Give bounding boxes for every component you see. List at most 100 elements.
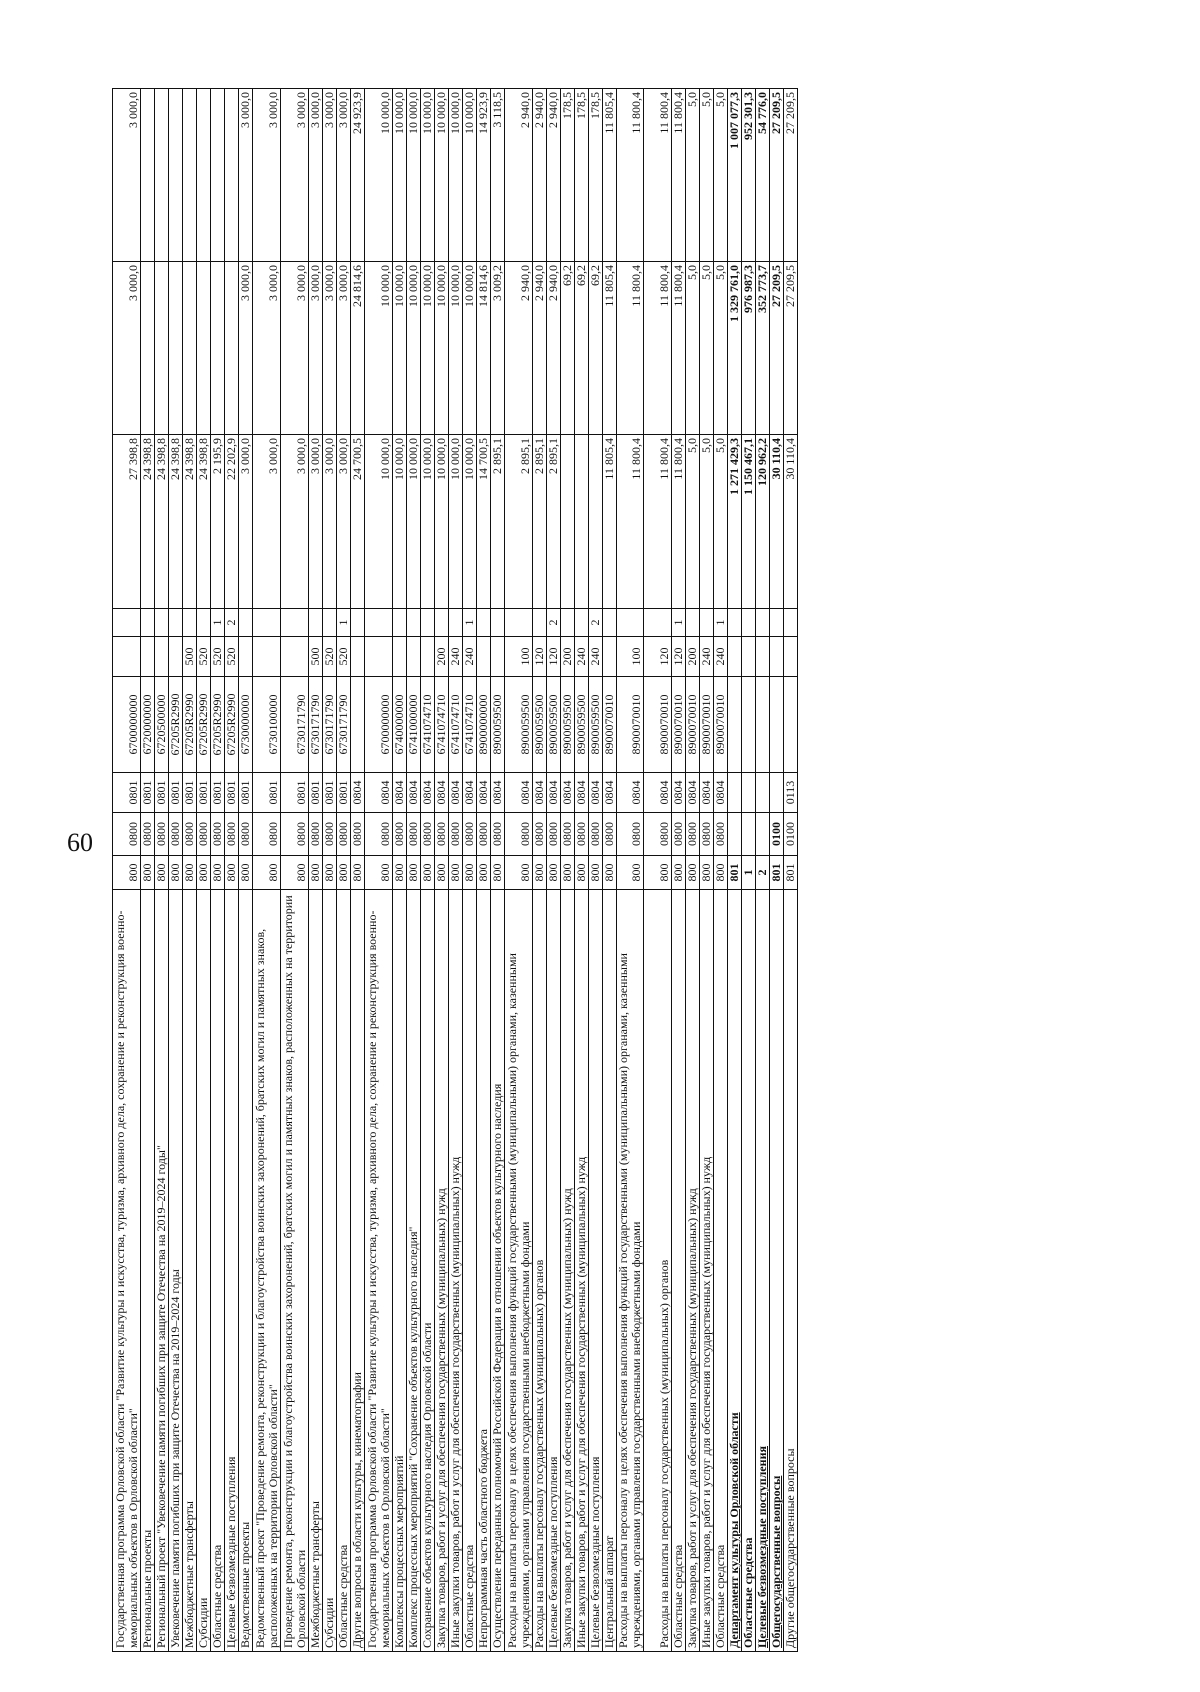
cell-glava: 800	[476, 855, 491, 890]
cell-v2: 3 000,0	[336, 261, 351, 435]
cell-vr: 520	[336, 636, 351, 677]
cell-glava: 800	[238, 855, 253, 890]
cell-pr: 0804	[448, 772, 463, 813]
cell-src	[741, 608, 756, 637]
cell-glava: 800	[448, 855, 463, 890]
cell-csr: 67205R2990	[168, 676, 183, 773]
cell-v1: 5,0	[685, 434, 700, 609]
cell-rz: 0800	[182, 812, 197, 856]
cell-v1: 120 962,2	[755, 434, 770, 609]
cell-pr: 0801	[336, 772, 351, 813]
cell-v1: 2 895,1	[490, 434, 505, 609]
cell-v3	[182, 88, 197, 262]
cell-pr: 0801	[210, 772, 225, 813]
cell-v2: 10 000,0	[392, 261, 407, 435]
cell-src	[727, 608, 742, 637]
cell-csr	[350, 676, 365, 773]
cell-glava: 800	[588, 855, 603, 890]
cell-v1: 10 000,0	[364, 434, 393, 609]
cell-v2	[168, 261, 183, 435]
cell-v2	[182, 261, 197, 435]
cell-v1: 14 700,5	[476, 434, 491, 609]
cell-v1: 30 110,4	[783, 434, 798, 609]
cell-glava: 800	[574, 855, 589, 890]
cell-rz: 0800	[308, 812, 323, 856]
table-row: Иные закупки товаров, работ и услуг для …	[448, 88, 463, 1652]
cell-v3: 10 000,0	[462, 88, 477, 262]
cell-glava: 800	[699, 855, 714, 890]
cell-glava: 800	[671, 855, 686, 890]
cell-pr: 0801	[322, 772, 337, 813]
cell-name: Областные средства	[671, 889, 686, 1652]
cell-rz: 0800	[546, 812, 561, 856]
table-row: Государственная программа Орловской обла…	[364, 88, 393, 1652]
cell-name: Целевые безвозмездные поступления	[546, 889, 561, 1652]
cell-v3: 952 301,3	[741, 88, 756, 262]
cell-glava: 800	[224, 855, 239, 890]
cell-csr: 8900070010	[643, 676, 672, 773]
table-row: Комплекс процессных мероприятий "Сохране…	[406, 88, 421, 1652]
cell-csr: 67205R2990	[210, 676, 225, 773]
cell-v1: 3 000,0	[252, 434, 281, 609]
cell-v3: 10 000,0	[448, 88, 463, 262]
cell-rz: 0800	[420, 812, 435, 856]
cell-csr: 6740000000	[392, 676, 407, 773]
cell-v3: 11 800,4	[616, 88, 644, 262]
cell-v3: 1 007 077,3	[727, 88, 742, 262]
cell-v1: 27 398,8	[112, 434, 141, 609]
cell-v1	[560, 434, 575, 609]
cell-v3: 5,0	[685, 88, 700, 262]
cell-v3: 54 776,0	[755, 88, 770, 262]
cell-src	[476, 608, 491, 637]
cell-glava: 800	[168, 855, 183, 890]
cell-glava: 800	[546, 855, 561, 890]
cell-v1: 10 000,0	[462, 434, 477, 609]
cell-csr: 8900070010	[616, 676, 644, 773]
cell-name: Расходы на выплаты персоналу государстве…	[532, 889, 547, 1652]
cell-vr	[238, 636, 253, 677]
cell-vr	[392, 636, 407, 677]
cell-glava: 800	[364, 855, 393, 890]
cell-name: Иные закупки товаров, работ и услуг для …	[699, 889, 714, 1652]
cell-v2: 5,0	[699, 261, 714, 435]
table-row: Иные закупки товаров, работ и услуг для …	[699, 88, 714, 1652]
cell-name: Целевые безвозмездные поступления	[224, 889, 239, 1652]
cell-glava: 800	[532, 855, 547, 890]
cell-rz: 0800	[532, 812, 547, 856]
cell-v2: 3 000,0	[238, 261, 253, 435]
cell-pr	[769, 772, 784, 813]
cell-name: Целевые безвозмездные поступления	[755, 889, 770, 1652]
cell-vr: 240	[588, 636, 603, 677]
cell-src	[560, 608, 575, 637]
cell-glava: 800	[420, 855, 435, 890]
cell-v1: 3 000,0	[308, 434, 323, 609]
cell-glava: 800	[182, 855, 197, 890]
cell-name: Осуществление переданных полномочий Росс…	[490, 889, 505, 1652]
cell-csr	[769, 676, 784, 773]
cell-v2: 11 805,4	[602, 261, 617, 435]
cell-pr: 0804	[713, 772, 728, 813]
cell-vr: 120	[546, 636, 561, 677]
cell-glava: 2	[755, 855, 770, 890]
cell-rz: 0100	[769, 812, 784, 856]
cell-csr: 6730171790	[322, 676, 337, 773]
cell-csr: 6730100000	[252, 676, 281, 773]
cell-rz: 0800	[336, 812, 351, 856]
cell-name: Целевые безвозмездные поступления	[588, 889, 603, 1652]
cell-pr: 0804	[420, 772, 435, 813]
cell-csr: 67205R2990	[182, 676, 197, 773]
cell-v3: 3 000,0	[336, 88, 351, 262]
cell-glava: 800	[252, 855, 281, 890]
cell-name: Другие общегосударственные вопросы	[783, 889, 798, 1652]
cell-name: Департамент культуры Орловской области	[727, 889, 742, 1652]
cell-name: Иные закупки товаров, работ и услуг для …	[574, 889, 589, 1652]
cell-csr: 8900059500	[574, 676, 589, 773]
table-row: Сохранение объектов культурного наследия…	[420, 88, 435, 1652]
cell-src	[504, 608, 533, 637]
cell-pr: 0804	[406, 772, 421, 813]
cell-csr: 8900059500	[560, 676, 575, 773]
cell-glava: 800	[560, 855, 575, 890]
cell-src	[364, 608, 393, 637]
